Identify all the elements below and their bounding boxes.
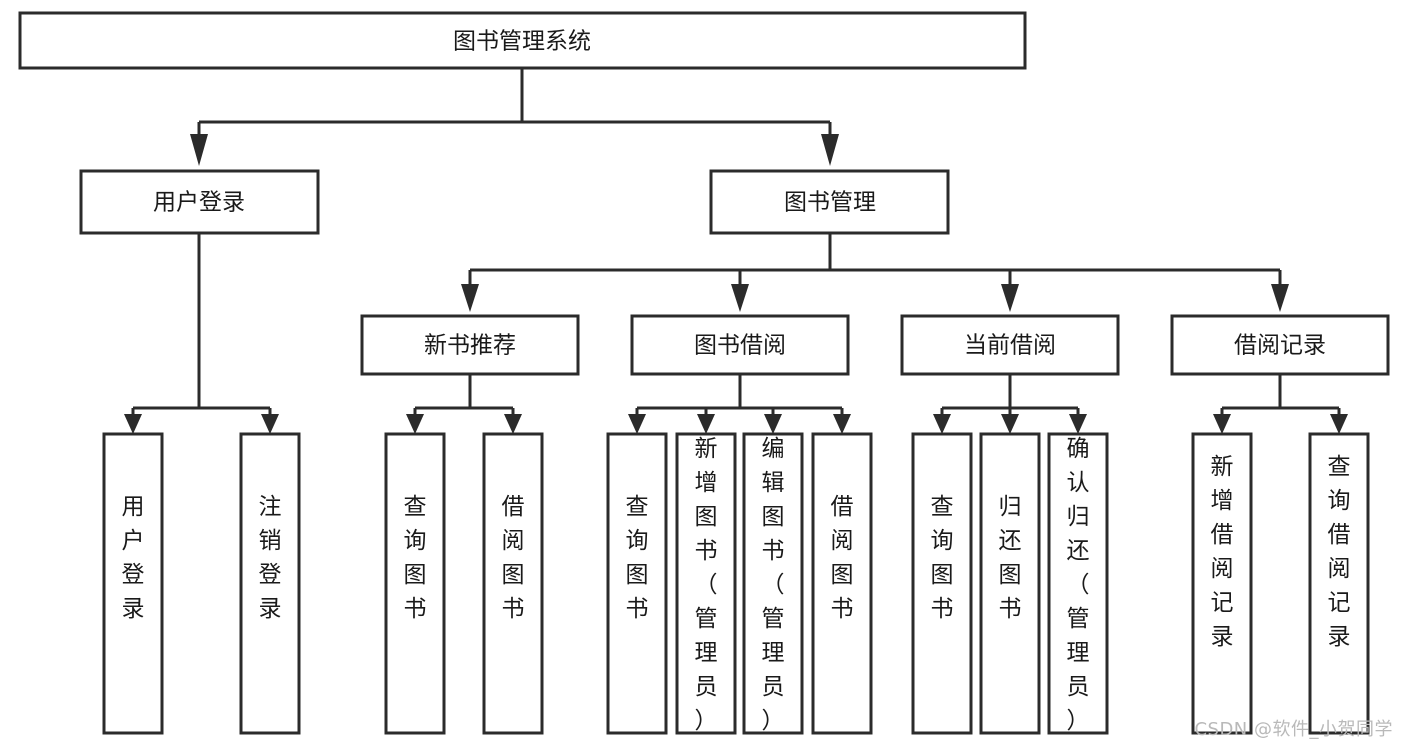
connectors-root-to-level2 — [190, 68, 839, 166]
node-book-borrow-label: 图书借阅 — [694, 333, 786, 359]
arrow-head-leaf-borrow-book-1 — [504, 414, 522, 434]
leaf-node-add-book[interactable]: 新增图书（管理员） — [675, 432, 737, 735]
arrow-head-book-borrow — [731, 284, 749, 312]
arrow-head-new-book-recommend — [461, 284, 479, 312]
leaf-node-logout-login[interactable]: 注销登录 — [239, 432, 301, 735]
connectors-currentborrow-to-leaves — [933, 374, 1087, 434]
leaf-query-book-2-label: 查询图书 — [626, 494, 649, 622]
connectors-userlogin-to-leaves — [124, 233, 279, 434]
leaf-node-query-book-3[interactable]: 查询图书 — [911, 432, 973, 735]
arrow-head-user-login — [190, 134, 208, 166]
arrow-head-book-management — [821, 134, 839, 166]
connectors-bookmgmt-to-level3 — [461, 233, 1289, 312]
leaf-edit-book-label: 编辑图书（管理员） — [762, 436, 785, 734]
connectors-borrowrecord-to-leaves — [1213, 374, 1348, 434]
leaf-query-book-1-box[interactable] — [384, 432, 446, 735]
leaf-logout-login-box[interactable] — [239, 432, 301, 735]
leaf-query-book-3-box[interactable] — [911, 432, 973, 735]
arrow-head-leaf-user-login — [124, 414, 142, 434]
node-user-login[interactable]: 用户登录 — [79, 169, 320, 235]
arrow-head-leaf-return-book — [1001, 414, 1019, 434]
node-borrow-record-label: 借阅记录 — [1234, 333, 1326, 359]
leaf-node-add-record[interactable]: 新增借阅记录 — [1191, 432, 1253, 735]
leaf-user-login-box[interactable] — [102, 432, 164, 735]
leaf-add-book-box[interactable] — [675, 432, 737, 735]
leaf-borrow-book-1-box[interactable] — [482, 432, 544, 735]
arrow-head-leaf-confirm-return — [1069, 414, 1087, 434]
node-current-borrow-box[interactable] — [900, 314, 1120, 376]
node-book-management[interactable]: 图书管理 — [709, 169, 950, 235]
leaf-edit-book-box[interactable] — [742, 432, 804, 735]
leaf-borrow-book-1-label: 借阅图书 — [502, 494, 525, 622]
leaf-confirm-return-label: 确认归还（管理员） — [1067, 436, 1090, 734]
leaf-user-login-label: 用户登录 — [122, 494, 145, 622]
arrow-head-borrow-record — [1271, 284, 1289, 312]
leaf-confirm-return-box[interactable] — [1047, 432, 1109, 735]
arrow-head-leaf-query-record — [1330, 414, 1348, 434]
node-book-management-box[interactable] — [709, 169, 950, 235]
arrow-head-leaf-add-book — [697, 414, 715, 434]
node-borrow-record[interactable]: 借阅记录 — [1170, 314, 1390, 376]
leaf-query-record-box[interactable] — [1308, 432, 1370, 735]
leaf-node-borrow-book-2[interactable]: 借阅图书 — [811, 432, 873, 735]
arrow-head-leaf-query-book-2 — [628, 414, 646, 434]
node-new-book-recommend-label: 新书推荐 — [424, 333, 516, 359]
connectors-newbook-to-leaves — [406, 374, 522, 434]
arrow-head-leaf-logout-login — [261, 414, 279, 434]
leaf-add-book-label: 新增图书（管理员） — [695, 436, 718, 734]
leaf-node-borrow-book-1[interactable]: 借阅图书 — [482, 432, 544, 735]
leaf-query-record-label: 查询借阅记录 — [1328, 454, 1351, 650]
node-book-borrow[interactable]: 图书借阅 — [630, 314, 850, 376]
arrow-head-leaf-query-book-1 — [406, 414, 424, 434]
leaf-add-record-box[interactable] — [1191, 432, 1253, 735]
leaf-logout-login-label: 注销登录 — [259, 494, 282, 622]
arrow-head-leaf-query-book-3 — [933, 414, 951, 434]
leaf-node-query-book-2[interactable]: 查询图书 — [606, 432, 668, 735]
leaf-return-book-label: 归还图书 — [999, 494, 1022, 622]
arrow-head-leaf-borrow-book-2 — [833, 414, 851, 434]
node-current-borrow[interactable]: 当前借阅 — [900, 314, 1120, 376]
node-new-book-recommend[interactable]: 新书推荐 — [360, 314, 580, 376]
arrow-head-leaf-edit-book — [764, 414, 782, 434]
leaf-node-user-login[interactable]: 用户登录 — [102, 432, 164, 735]
node-borrow-record-box[interactable] — [1170, 314, 1390, 376]
node-book-borrow-box[interactable] — [630, 314, 850, 376]
node-root[interactable]: 图书管理系统 — [18, 11, 1027, 70]
connectors-bookborrow-to-leaves — [628, 374, 851, 434]
node-new-book-recommend-box[interactable] — [360, 314, 580, 376]
leaf-add-record-label: 新增借阅记录 — [1211, 454, 1234, 650]
node-user-login-label: 用户登录 — [153, 190, 245, 216]
leaf-query-book-3-label: 查询图书 — [931, 494, 954, 622]
leaf-node-query-book-1[interactable]: 查询图书 — [384, 432, 446, 735]
leaf-node-return-book[interactable]: 归还图书 — [979, 432, 1041, 735]
node-user-login-box[interactable] — [79, 169, 320, 235]
arrow-head-current-borrow — [1001, 284, 1019, 312]
leaf-query-book-1-label: 查询图书 — [404, 494, 427, 622]
leaf-node-query-record[interactable]: 查询借阅记录 — [1308, 432, 1370, 735]
leaf-return-book-box[interactable] — [979, 432, 1041, 735]
node-root-label: 图书管理系统 — [453, 29, 591, 55]
csdn-watermark: CSDN @软件_小贺同学 — [1194, 719, 1393, 740]
leaf-node-edit-book[interactable]: 编辑图书（管理员） — [742, 432, 804, 735]
node-current-borrow-label: 当前借阅 — [964, 333, 1056, 359]
node-root-box[interactable] — [18, 11, 1027, 70]
leaf-borrow-book-2-label: 借阅图书 — [831, 494, 854, 622]
leaf-query-book-2-box[interactable] — [606, 432, 668, 735]
arrow-head-leaf-add-record — [1213, 414, 1231, 434]
node-book-management-label: 图书管理 — [784, 190, 876, 216]
leaf-node-confirm-return[interactable]: 确认归还（管理员） — [1047, 432, 1109, 735]
leaf-borrow-book-2-box[interactable] — [811, 432, 873, 735]
